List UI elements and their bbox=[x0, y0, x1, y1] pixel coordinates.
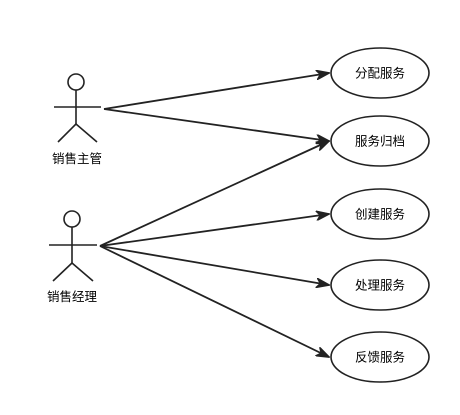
actor-right-leg bbox=[75, 123, 98, 143]
association-arrow-manager-handle bbox=[99, 245, 329, 285]
association-arrow-supervisor-archive bbox=[103, 108, 329, 141]
actor-label-sales-supervisor: 销售主管 bbox=[52, 151, 102, 166]
use-case-label: 分配服务 bbox=[355, 66, 405, 81]
actor-left-leg bbox=[52, 262, 73, 282]
actor-right-leg bbox=[71, 262, 94, 282]
use-case-archive-service: 服务归档 bbox=[330, 115, 430, 167]
actor-head bbox=[63, 210, 81, 228]
association-arrow-manager-feedback bbox=[99, 245, 329, 357]
actor-sales-supervisor bbox=[54, 73, 101, 143]
use-case-label: 服务归档 bbox=[355, 134, 405, 149]
actor-label-sales-manager: 销售经理 bbox=[47, 289, 98, 304]
use-case-label: 处理服务 bbox=[355, 278, 405, 293]
use-case-feedback-service: 反馈服务 bbox=[330, 331, 430, 383]
association-arrow-manager-create bbox=[99, 214, 329, 247]
use-case-allocate-service: 分配服务 bbox=[330, 47, 430, 99]
use-case-create-service: 创建服务 bbox=[330, 188, 430, 240]
use-case-handle-service: 处理服务 bbox=[330, 259, 430, 311]
actor-sales-manager bbox=[49, 210, 97, 282]
association-arrow-manager-archive bbox=[99, 141, 329, 247]
actor-head bbox=[67, 73, 85, 91]
association-arrow-supervisor-allocate bbox=[103, 73, 329, 110]
use-case-label: 创建服务 bbox=[355, 207, 405, 222]
use-case-label: 反馈服务 bbox=[355, 350, 405, 365]
actor-left-leg bbox=[57, 123, 77, 143]
